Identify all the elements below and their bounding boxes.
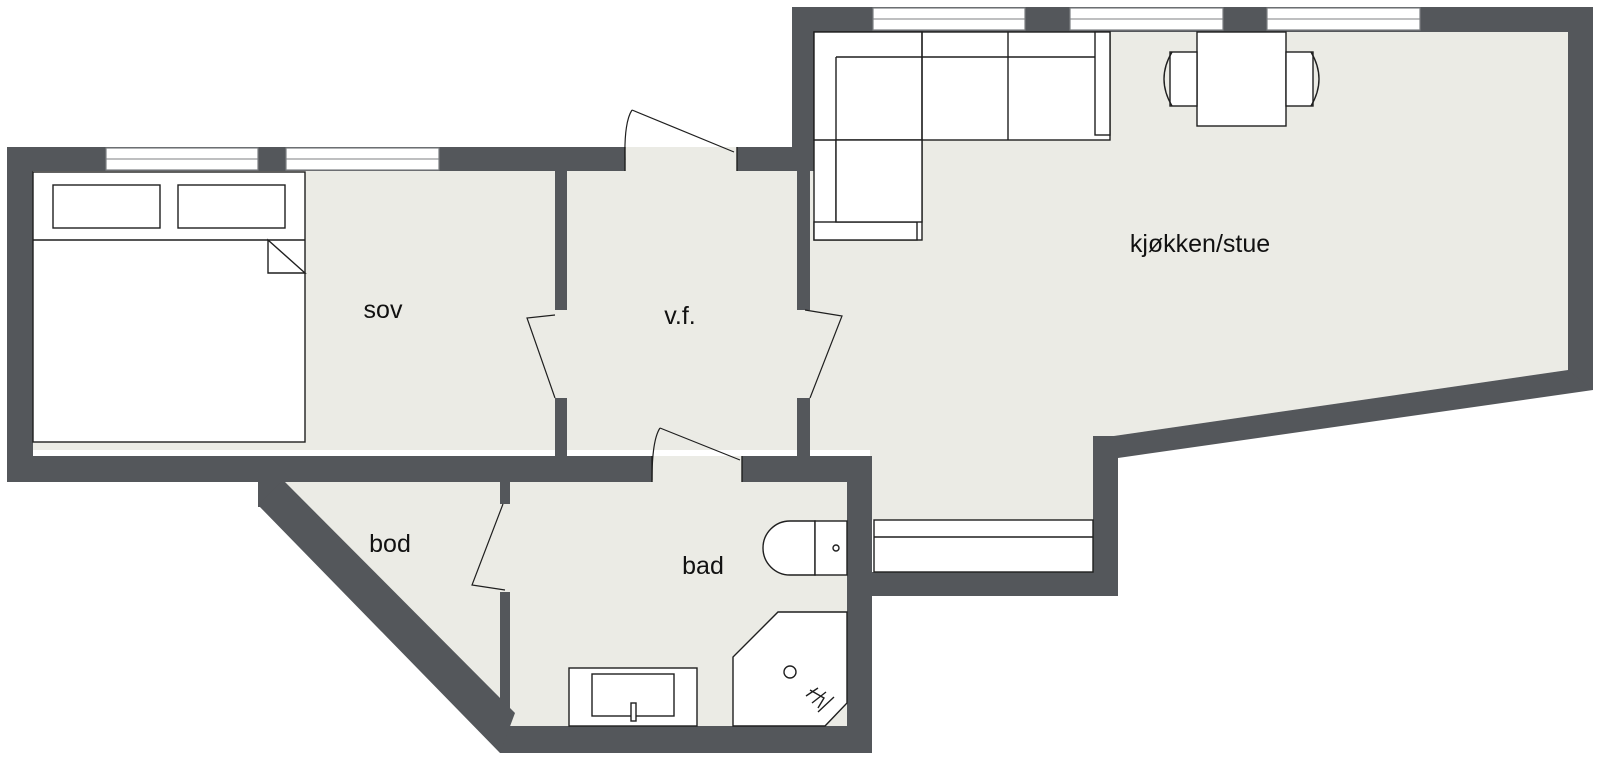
dining-set[interactable] (1163, 31, 1320, 127)
wall-kitchen-right (1568, 7, 1593, 390)
wall-bad-right (847, 456, 872, 753)
wall-sov-vf-lower (555, 398, 567, 456)
pillow (177, 184, 286, 229)
floor-vf (555, 170, 805, 450)
floor-kjokken-stue (805, 32, 1568, 520)
chair[interactable] (1285, 51, 1320, 107)
corner-sofa[interactable] (813, 31, 1111, 241)
wall-sov-left (7, 147, 33, 482)
wall-middle-horizontal (7, 456, 652, 482)
wall-vf-kitchen-upper (797, 147, 810, 310)
room-label-bad: bad (682, 552, 724, 580)
wall-bod-bad-upper (500, 482, 510, 504)
wall-vf-kitchen-lower (797, 398, 810, 456)
room-label-sov: sov (364, 296, 403, 324)
room-label-vf: v.f. (664, 302, 695, 330)
room-label-kjokken-stue: kjøkken/stue (1130, 230, 1270, 258)
chair[interactable] (1163, 51, 1198, 107)
windows (105, 7, 1421, 171)
entrance-door-swing[interactable] (624, 109, 735, 161)
wall-bod-diagonal (258, 480, 515, 753)
kitchen-counter[interactable] (873, 519, 1094, 573)
wall-bad-bottom (500, 726, 872, 753)
dining-table[interactable] (1196, 31, 1287, 127)
bod-door-swing[interactable] (471, 503, 506, 591)
sov-door-swing[interactable] (526, 314, 556, 399)
wall-bod-bad-lower (500, 592, 510, 726)
kitchen-door-swing[interactable] (804, 309, 843, 399)
wall-sov-vf-upper (555, 171, 567, 310)
corner-shower[interactable] (732, 611, 848, 727)
pillow (52, 184, 161, 229)
washbasin[interactable] (568, 667, 698, 727)
bad-door-swing[interactable] (651, 427, 741, 481)
toilet[interactable] (762, 520, 848, 576)
wall-kitchen-bottom (847, 572, 1118, 596)
wall-kitchen-step (1093, 436, 1118, 596)
wall-kitchen-diagonal (1100, 370, 1593, 458)
double-bed[interactable] (32, 171, 307, 443)
doors (471, 109, 843, 592)
room-label-bod: bod (369, 530, 411, 558)
room-labels: sov v.f. kjøkken/stue bod bad (364, 230, 1271, 580)
furniture (32, 31, 1320, 727)
